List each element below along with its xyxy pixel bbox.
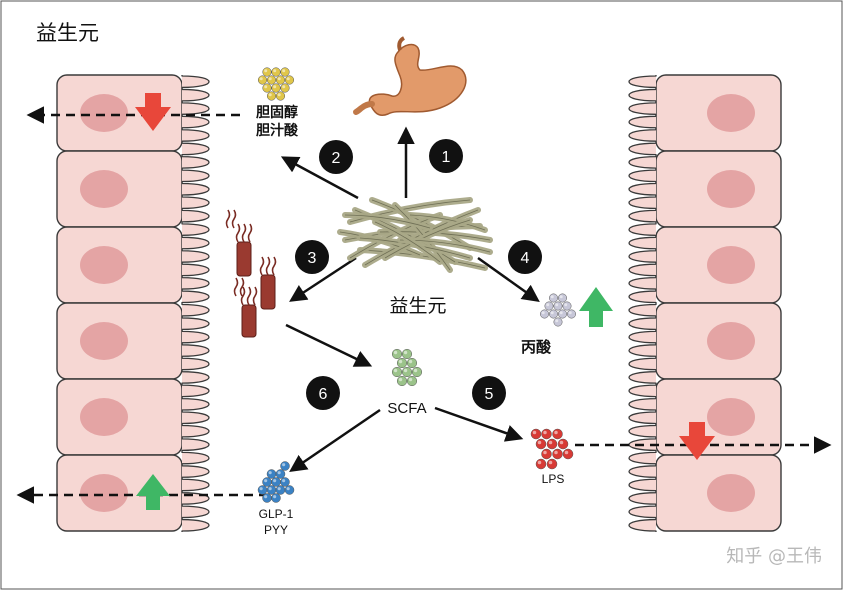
propionate-particles-icon bbox=[540, 293, 576, 327]
bile-acid-label: 胆汁酸 bbox=[256, 122, 299, 139]
cell-nucleus bbox=[707, 94, 755, 132]
cholesterol-particles-icon bbox=[257, 67, 295, 101]
pyy-label: PYY bbox=[264, 523, 288, 537]
arrow-to-glp1 bbox=[289, 408, 381, 472]
cell-nucleus bbox=[80, 398, 128, 436]
arrow-to-scfa bbox=[285, 323, 373, 367]
cell-nucleus bbox=[80, 474, 128, 512]
glp1-particles-icon bbox=[257, 461, 295, 503]
step-badge-3: 3 bbox=[295, 240, 329, 274]
step-badge-1: 1 bbox=[429, 139, 463, 173]
step-badge-4: 4 bbox=[508, 240, 542, 274]
cell-nucleus bbox=[707, 474, 755, 512]
svg-text:3: 3 bbox=[308, 250, 317, 267]
step-badge-6: 6 bbox=[306, 376, 340, 410]
cell-nucleus bbox=[80, 246, 128, 284]
prebiotic-fibers-icon bbox=[337, 197, 493, 273]
svg-text:1: 1 bbox=[442, 149, 451, 166]
prebiotic-label: 益生元 bbox=[389, 295, 446, 317]
lps-label: LPS bbox=[542, 472, 565, 486]
glp1-label: GLP-1 bbox=[259, 507, 294, 521]
decrease-arrow-icon bbox=[679, 422, 715, 460]
stomach-icon bbox=[353, 36, 467, 116]
lps-particles-icon bbox=[530, 428, 574, 470]
villi-edge bbox=[628, 75, 657, 532]
arrow-to-mucosa bbox=[289, 256, 357, 302]
cell-nucleus bbox=[707, 170, 755, 208]
right-epithelium bbox=[628, 74, 782, 532]
step-badge-2: 2 bbox=[319, 140, 353, 174]
diagram-title: 益生元 bbox=[36, 21, 99, 45]
cell-nucleus bbox=[80, 170, 128, 208]
cell-nucleus bbox=[80, 94, 128, 132]
watermark: 知乎 @王伟 bbox=[726, 546, 822, 567]
increase-arrow-icon bbox=[579, 287, 613, 327]
arrow-to-lps bbox=[434, 406, 524, 442]
svg-text:5: 5 bbox=[485, 386, 494, 403]
arrow-to-propionate bbox=[477, 256, 540, 303]
decrease-arrow-icon bbox=[135, 93, 171, 131]
increase-arrow-icon bbox=[136, 474, 170, 510]
svg-text:4: 4 bbox=[521, 250, 530, 267]
step-badge-5: 5 bbox=[472, 376, 506, 410]
svg-text:2: 2 bbox=[332, 150, 341, 167]
cholesterol-label: 胆固醇 bbox=[256, 104, 298, 121]
villi-edge bbox=[181, 75, 210, 532]
scfa-particles-icon bbox=[391, 348, 423, 387]
svg-text:6: 6 bbox=[319, 386, 328, 403]
propionate-label: 丙酸 bbox=[521, 338, 552, 356]
cell-nucleus bbox=[707, 246, 755, 284]
cell-nucleus bbox=[80, 322, 128, 360]
arrow-to-cholesterol bbox=[280, 156, 359, 200]
cell-nucleus bbox=[707, 322, 755, 360]
mucosa-cells-icon bbox=[225, 209, 277, 338]
cell-nucleus bbox=[707, 398, 755, 436]
scfa-label: SCFA bbox=[387, 400, 426, 417]
